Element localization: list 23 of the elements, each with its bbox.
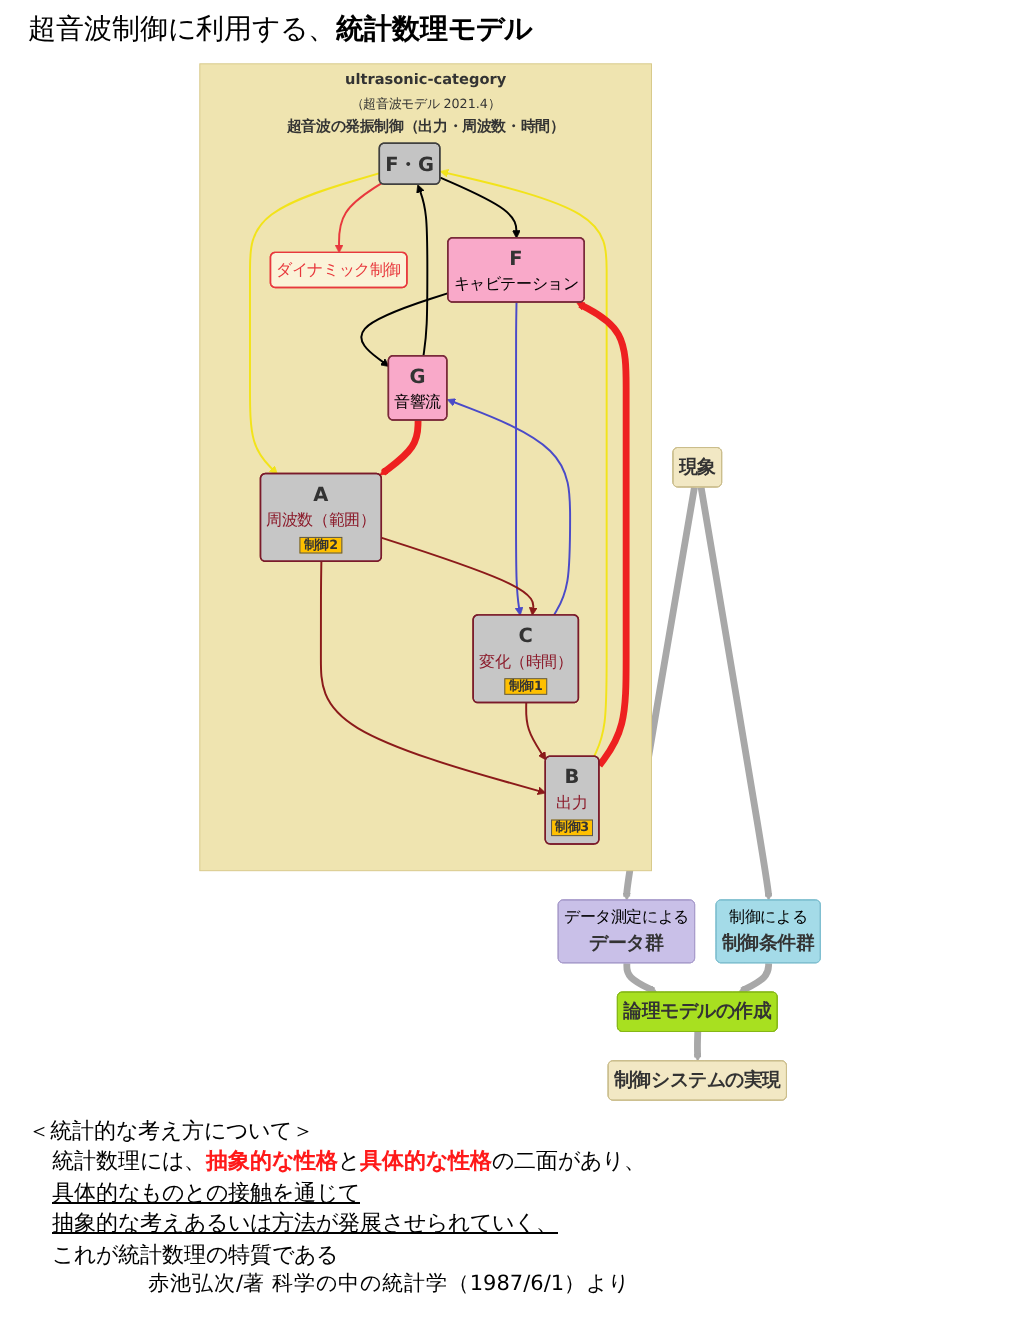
arrow: [525, 702, 547, 761]
arrow: [623, 962, 658, 994]
arrow: [439, 176, 521, 239]
arrow: [334, 182, 383, 254]
arrow: [248, 172, 381, 475]
arrow: [514, 301, 524, 616]
arrow: [416, 184, 429, 358]
note-text: 統計数理には、抽象的な性格と具体的な性格の二面があり、: [52, 1146, 646, 1178]
arrow: [697, 486, 773, 901]
note-text: これが統計数理の特質である: [52, 1239, 338, 1270]
arrow: [360, 292, 450, 367]
citation-text: 赤池弘次/著 科学の中の統計学（1987/6/1）より: [148, 1269, 631, 1300]
note-text: 具体的なものとの接触を通じて: [52, 1177, 360, 1209]
arrow: [380, 536, 538, 616]
arrow: [446, 398, 571, 617]
arrow: [576, 301, 630, 768]
arrow: [738, 962, 773, 994]
section-heading: ＜統計的な考え方について＞: [28, 1116, 314, 1147]
arrow: [379, 420, 422, 476]
arrow: [439, 169, 608, 758]
note-text: 抽象的な考えあるいは方法が発展させられていく、: [52, 1208, 558, 1240]
diagram-title: 超音波制御に利用する、統計数理モデル: [28, 12, 532, 48]
arrow: [693, 1030, 702, 1062]
